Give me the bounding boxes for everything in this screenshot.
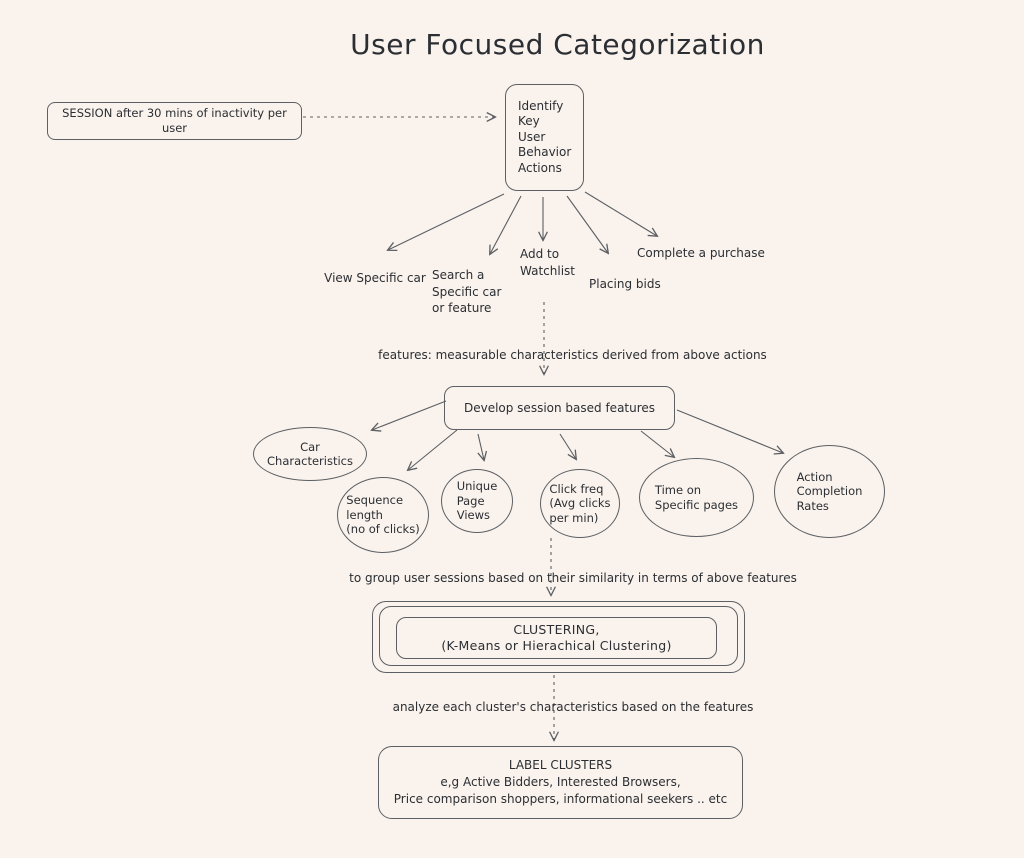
feature-ellipse-car-characteristics: Car Characteristics (253, 427, 367, 481)
arrow-identify-to-search (490, 195, 522, 254)
feature-text-car-characteristics: Car Characteristics (267, 439, 353, 469)
action-label-add-to-watchlist: Add to Watchlist (520, 247, 575, 278)
grouping-note: to group user sessions based on their si… (349, 571, 797, 585)
session-note-box: SESSION after 30 mins of inactivity per … (47, 102, 302, 140)
feature-ellipse-action-completion: Action Completion Rates (774, 445, 885, 538)
arrow-identify-to-purchase (584, 191, 657, 236)
identify-actions-text: Identify Key User Behavior Actions (518, 98, 572, 175)
clustering-box-outer (372, 601, 745, 673)
feature-ellipse-sequence-length: Sequence length (no of clicks) (337, 477, 429, 553)
action-label-view-specific-car: View Specific car (324, 271, 426, 285)
clustering-box-middle (379, 606, 738, 666)
arrow-identify-to-view (388, 193, 505, 250)
label-clusters-box: LABEL CLUSTERS e,g Active Bidders, Inter… (378, 746, 743, 819)
diagram-title: User Focused Categorization (350, 28, 765, 61)
clustering-subtitle: (K-Means or Hierachical Clustering) (441, 638, 672, 653)
arrow-develop-to-click (559, 433, 576, 459)
feature-ellipse-click-freq: Click freq (Avg clicks per min) (540, 469, 620, 538)
label-clusters-examples-1: e,g Active Bidders, Interested Browsers, (440, 775, 681, 789)
develop-features-box: Develop session based features (444, 386, 675, 430)
arrow-develop-to-unique (478, 433, 484, 460)
arrow-develop-to-action (676, 409, 783, 453)
arrow-develop-to-car (372, 400, 447, 430)
features-definition-note: features: measurable characteristics der… (378, 348, 767, 362)
feature-text-action-completion: Action Completion Rates (796, 469, 863, 513)
clustering-box-inner: CLUSTERING, (K-Means or Hierachical Clus… (396, 617, 717, 659)
arrow-develop-to-time (640, 430, 674, 457)
action-label-placing-bids: Placing bids (589, 277, 661, 291)
identify-actions-box: Identify Key User Behavior Actions (505, 84, 584, 191)
bottom-margin-strip (0, 858, 1024, 866)
label-clusters-examples-2: Price comparison shoppers, informational… (393, 792, 728, 806)
analyze-note: analyze each cluster's characteristics b… (392, 700, 754, 714)
action-label-search-specific-car: Search a Specific car or feature (432, 268, 502, 315)
feature-text-unique-page-views: Unique Page Views (456, 479, 498, 523)
feature-ellipse-unique-page-views: Unique Page Views (441, 469, 513, 533)
label-clusters-title: LABEL CLUSTERS (508, 758, 613, 772)
feature-text-click-freq: Click freq (Avg clicks per min) (549, 481, 611, 525)
arrow-develop-to-sequence (408, 429, 458, 470)
feature-ellipse-time-on-pages: Time on Specific pages (639, 458, 754, 537)
session-note-text: SESSION after 30 mins of inactivity per … (62, 106, 287, 135)
feature-text-time-on-pages: Time on Specific pages (654, 483, 739, 512)
feature-text-sequence-length: Sequence length (no of clicks) (346, 493, 420, 537)
action-label-complete-purchase: Complete a purchase (637, 246, 765, 260)
develop-features-text: Develop session based features (463, 401, 656, 415)
clustering-title: CLUSTERING, (513, 622, 600, 637)
arrow-identify-to-bids (566, 195, 608, 253)
